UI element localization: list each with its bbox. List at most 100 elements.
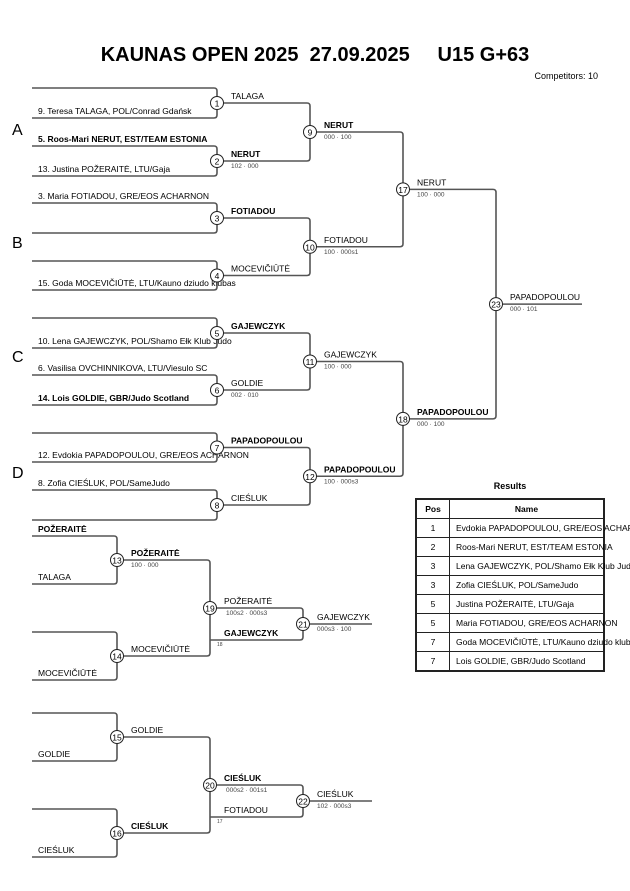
match-winner: PAPADOPOULOU [324,464,395,474]
match-number: 16 [112,829,122,839]
match-winner: PAPADOPOULOU [417,407,488,417]
match-number-circle [110,826,124,840]
result-name: Maria FOTIADOU, GRE/EOS ACHARNON [449,613,618,633]
competitor-entry: 10. Lena GAJEWCZYK, POL/Shamo Ełk Klub J… [38,336,232,346]
match-number-circle [210,326,224,340]
repechage-entry: TALAGA [38,572,71,582]
match-number: 23 [491,300,501,310]
competitor-entry: 6. Vasilisa OVCHINNIKOVA, LTU/Viesulo SC [38,363,207,373]
competitor-entry: 15. Goda MOCEVIČIŪTĖ, LTU/Kauno dziudo k… [38,278,236,288]
match-number-circle [110,730,124,744]
match-number-circle [296,617,310,631]
match-number-circle [396,182,410,197]
repechage-entry: MOCEVIČIŪTĖ [38,668,97,678]
match-number: 1 [215,99,220,109]
result-name: Lena GAJEWCZYK, POL/Shamo Ełk Klub Judo [449,556,630,576]
bracket-line [310,360,404,478]
competitors-count: Competitors: 10 [534,71,598,81]
match-score: 100 · 000 [131,562,159,569]
match-number-circle [210,154,224,168]
match-winner: NERUT [417,177,446,187]
competitor-entry: 5. Roos-Mari NERUT, EST/TEAM ESTONIA [38,134,207,144]
match-number: 18 [398,414,408,424]
match-number: 4 [215,271,220,281]
cross-source-match: 17 [217,819,223,825]
results-header-row: Pos Name [415,498,605,519]
result-pos: 5 [415,613,450,633]
match-winner: POŽERAITĖ [224,596,273,606]
bracket-line [32,202,218,234]
match-number-circle [303,125,317,139]
bracket-line [403,188,497,420]
result-pos: 7 [415,651,450,672]
result-name: Roos-Mari NERUT, EST/TEAM ESTONIA [449,537,613,557]
match-score: 000s3 · 100 [317,626,352,633]
match-number-circle [210,440,224,455]
result-pos: 3 [415,556,450,576]
repechage-entry: POŽERAITĖ [38,523,87,534]
result-name: Justina POŽERAITĖ, LTU/Gaja [449,594,605,614]
match-number-circle [489,297,503,312]
match-winner: TALAGA [231,91,264,101]
match-number-circle [303,354,317,369]
match-score: 102 · 000 [231,163,259,170]
cross-source-match: 18 [217,642,223,648]
match-winner: FOTIADOU [324,235,368,245]
match-score: 100 · 000 [324,364,352,371]
match-score: 100 · 000 [417,191,445,198]
result-name: Evdokia PAPADOPOULOU, GRE/EOS ACHARNON [449,518,630,538]
match-number: 10 [305,242,315,252]
match-number: 6 [215,386,220,396]
match-number: 3 [215,214,220,224]
match-winner: GOLDIE [231,378,263,388]
cross-entry: FOTIADOU [224,805,268,815]
repechage-entry: CIEŚLUK [38,844,75,855]
match-number: 15 [112,733,122,743]
match-number: 22 [298,797,308,807]
match-number-circle [210,268,224,283]
match-number-circle [303,469,317,484]
match-winner: CIEŚLUK [224,772,262,783]
competitor-entry: 8. Zofia CIEŚLUK, POL/SameJudo [38,477,170,488]
match-number: 5 [215,329,220,339]
match-winner: GAJEWCZYK [317,612,370,622]
match-number-circle [303,239,317,254]
match-number: 11 [306,357,315,367]
match-winner: PAPADOPOULOU [231,436,302,446]
pool-label: A [12,122,23,139]
results-header-pos: Pos [415,498,450,519]
results-title: Results [493,481,527,491]
match-winner: PAPADOPOULOU [510,292,580,302]
results-header-name: Name [449,498,605,519]
result-pos: 7 [415,632,450,652]
match-winner: MOCEVIČIŪTĖ [131,644,190,654]
match-number: 21 [298,620,308,630]
match-number: 2 [215,157,220,167]
match-score: 100 · 000s3 [324,478,359,485]
result-pos: 1 [415,518,450,538]
match-number: 19 [205,604,215,614]
match-number: 13 [112,556,122,566]
match-score: 000 · 100 [417,421,445,428]
result-pos: 5 [415,594,450,614]
match-number-circle [396,411,410,426]
match-number: 12 [305,472,315,482]
result-pos: 3 [415,575,450,595]
match-score: 102 · 000s3 [317,803,352,810]
result-pos: 2 [415,537,450,557]
match-winner: NERUT [324,120,354,130]
repechage-entry: GOLDIE [38,749,70,759]
match-winner: FOTIADOU [231,206,275,216]
match-score: 100s2 · 000s3 [226,610,268,617]
match-winner: CIEŚLUK [231,492,268,503]
match-score: 002 · 010 [231,392,259,399]
competitor-entry: 14. Lois GOLDIE, GBR/Judo Scotland [38,393,189,403]
